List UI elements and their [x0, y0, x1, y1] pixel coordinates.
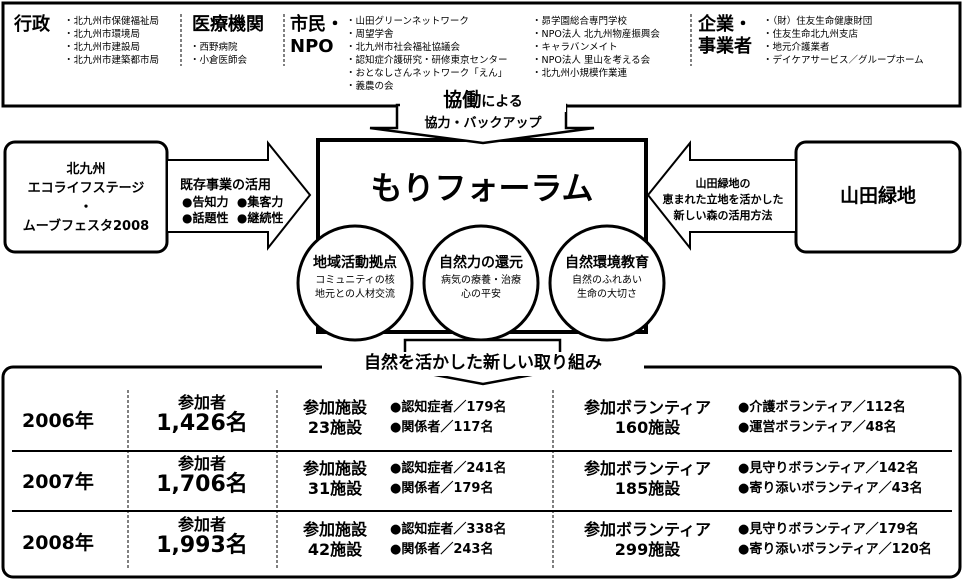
npo-item: 義農の会: [346, 80, 508, 93]
left-arrow-title: 既存事業の活用: [180, 178, 272, 193]
row-facility-details: 認知症者／179名 関係者／117名: [390, 398, 506, 438]
business-item: （財）住友生命健康財団: [763, 15, 924, 28]
npo-item: 北九州小規模作業連: [532, 67, 660, 80]
business-list: （財）住友生命健康財団 住友生命北九州支店 地元介護業者 デイケアサービス／グル…: [763, 15, 924, 67]
forum-title: もりフォーラム: [370, 169, 594, 207]
npo-list-right: 昴学園総合専門学校 NPO法人 北九州物産振興会 キャラバンメイト NPO法人 …: [532, 15, 660, 80]
gov-list: 北九州市保健福祉局 北九州市環境局 北九州市建設局 北九州市建築都市局: [64, 15, 160, 67]
row-participants: 参加者 1,426名: [156, 393, 248, 436]
row-volunteers: 参加ボランティア 299施設: [583, 520, 712, 559]
row-year: 2008年: [22, 532, 94, 554]
row-facility-details: 認知症者／338名 関係者／243名: [390, 520, 506, 560]
medical-item: 小倉医師会: [190, 54, 248, 67]
row-year: 2006年: [22, 410, 94, 432]
medical-title: 医療機関: [192, 14, 264, 35]
business-item: 住友生命北九州支店: [763, 28, 924, 41]
npo-item: キャラバンメイト: [532, 41, 660, 54]
gov-item: 北九州市保健福祉局: [64, 15, 160, 28]
gov-item: 北九州市建設局: [64, 41, 159, 54]
row-year: 2007年: [22, 471, 94, 493]
kyodo-label: 協働による: [400, 90, 566, 112]
row-facilities: 参加施設 42施設: [302, 520, 367, 559]
npo-item: 北九州市社会福祉協議会: [346, 41, 508, 54]
circle-3: 自然環境教育 自然のふれあい 生命の大切さ: [565, 255, 649, 300]
gov-item: 北九州市建築都市局: [64, 54, 160, 67]
npo-item: NPO法人 里山を考える会: [532, 54, 660, 67]
npo-list-left: 山田グリーンネットワーク 周望学舎 北九州市社会福祉協議会 認知症介護研究・研修…: [346, 15, 508, 93]
left-arrow: [166, 140, 312, 251]
row-participants: 参加者 1,993名: [156, 515, 248, 558]
kyodo-sub: 協力・バックアップ: [424, 116, 542, 131]
medical-list: 西野病院 小倉医師会: [190, 41, 248, 67]
row-volunteer-details: 見守りボランティア／142名 寄り添いボランティア／43名: [738, 459, 922, 499]
npo-item: NPO法人 北九州物産振興会: [532, 28, 660, 41]
row-facilities: 参加施設 23施設: [302, 398, 367, 437]
gov-title: 行政: [14, 14, 50, 35]
circle-2: 自然力の還元 病気の療養・治療 心の平安: [439, 255, 523, 300]
support-arrow: [369, 103, 595, 145]
business-title: 企業・ 事業者: [698, 14, 752, 57]
row-facility-details: 認知症者／241名 関係者／179名: [390, 459, 506, 499]
npo-item: 周望学舎: [346, 28, 508, 41]
business-item: 地元介護業者: [763, 41, 924, 54]
row-volunteers: 参加ボランティア 160施設: [583, 398, 712, 437]
medical-item: 西野病院: [190, 41, 247, 54]
right-arrow-text: 山田緑地の 恵まれた立地を活かした 新しい森の活用方法: [662, 177, 784, 222]
npo-item: 山田グリーンネットワーク: [346, 15, 508, 28]
circle-shape-1: [296, 224, 414, 342]
npo-item: 認知症介護研究・研修東京センター: [346, 54, 508, 67]
row-volunteers: 参加ボランティア 185施設: [583, 459, 712, 498]
left-arrow-bullets: ●告知力 ●集客力 ●話題性 ●継続性: [182, 195, 284, 225]
row-volunteer-details: 見守りボランティア／179名 寄り添いボランティア／120名: [738, 520, 931, 560]
circle-1: 地域活動拠点 コミュニティの核 地元との人材交流: [313, 255, 397, 300]
npo-item: 昴学園総合専門学校: [532, 15, 660, 28]
row-facilities: 参加施設 31施設: [302, 459, 367, 498]
npo-item: おとなしさんネットワーク「えん」: [346, 67, 508, 80]
row-volunteer-details: 介護ボランティア／112名 運営ボランティア／48名: [738, 398, 905, 438]
gov-item: 北九州市環境局: [64, 28, 159, 41]
event-name: 北九州 エコライフステージ ・ ムーブフェスタ2008: [22, 162, 150, 234]
business-item: デイケアサービス／グループホーム: [763, 54, 924, 67]
right-arrow: [646, 140, 797, 251]
results-title: 自然を活かした新しい取り組み: [364, 353, 602, 373]
npo-title: 市民・ NPO: [290, 14, 344, 57]
circle-shape-3: [548, 224, 666, 342]
yamada-title: 山田緑地: [839, 185, 916, 207]
row-participants: 参加者 1,706名: [156, 454, 248, 497]
